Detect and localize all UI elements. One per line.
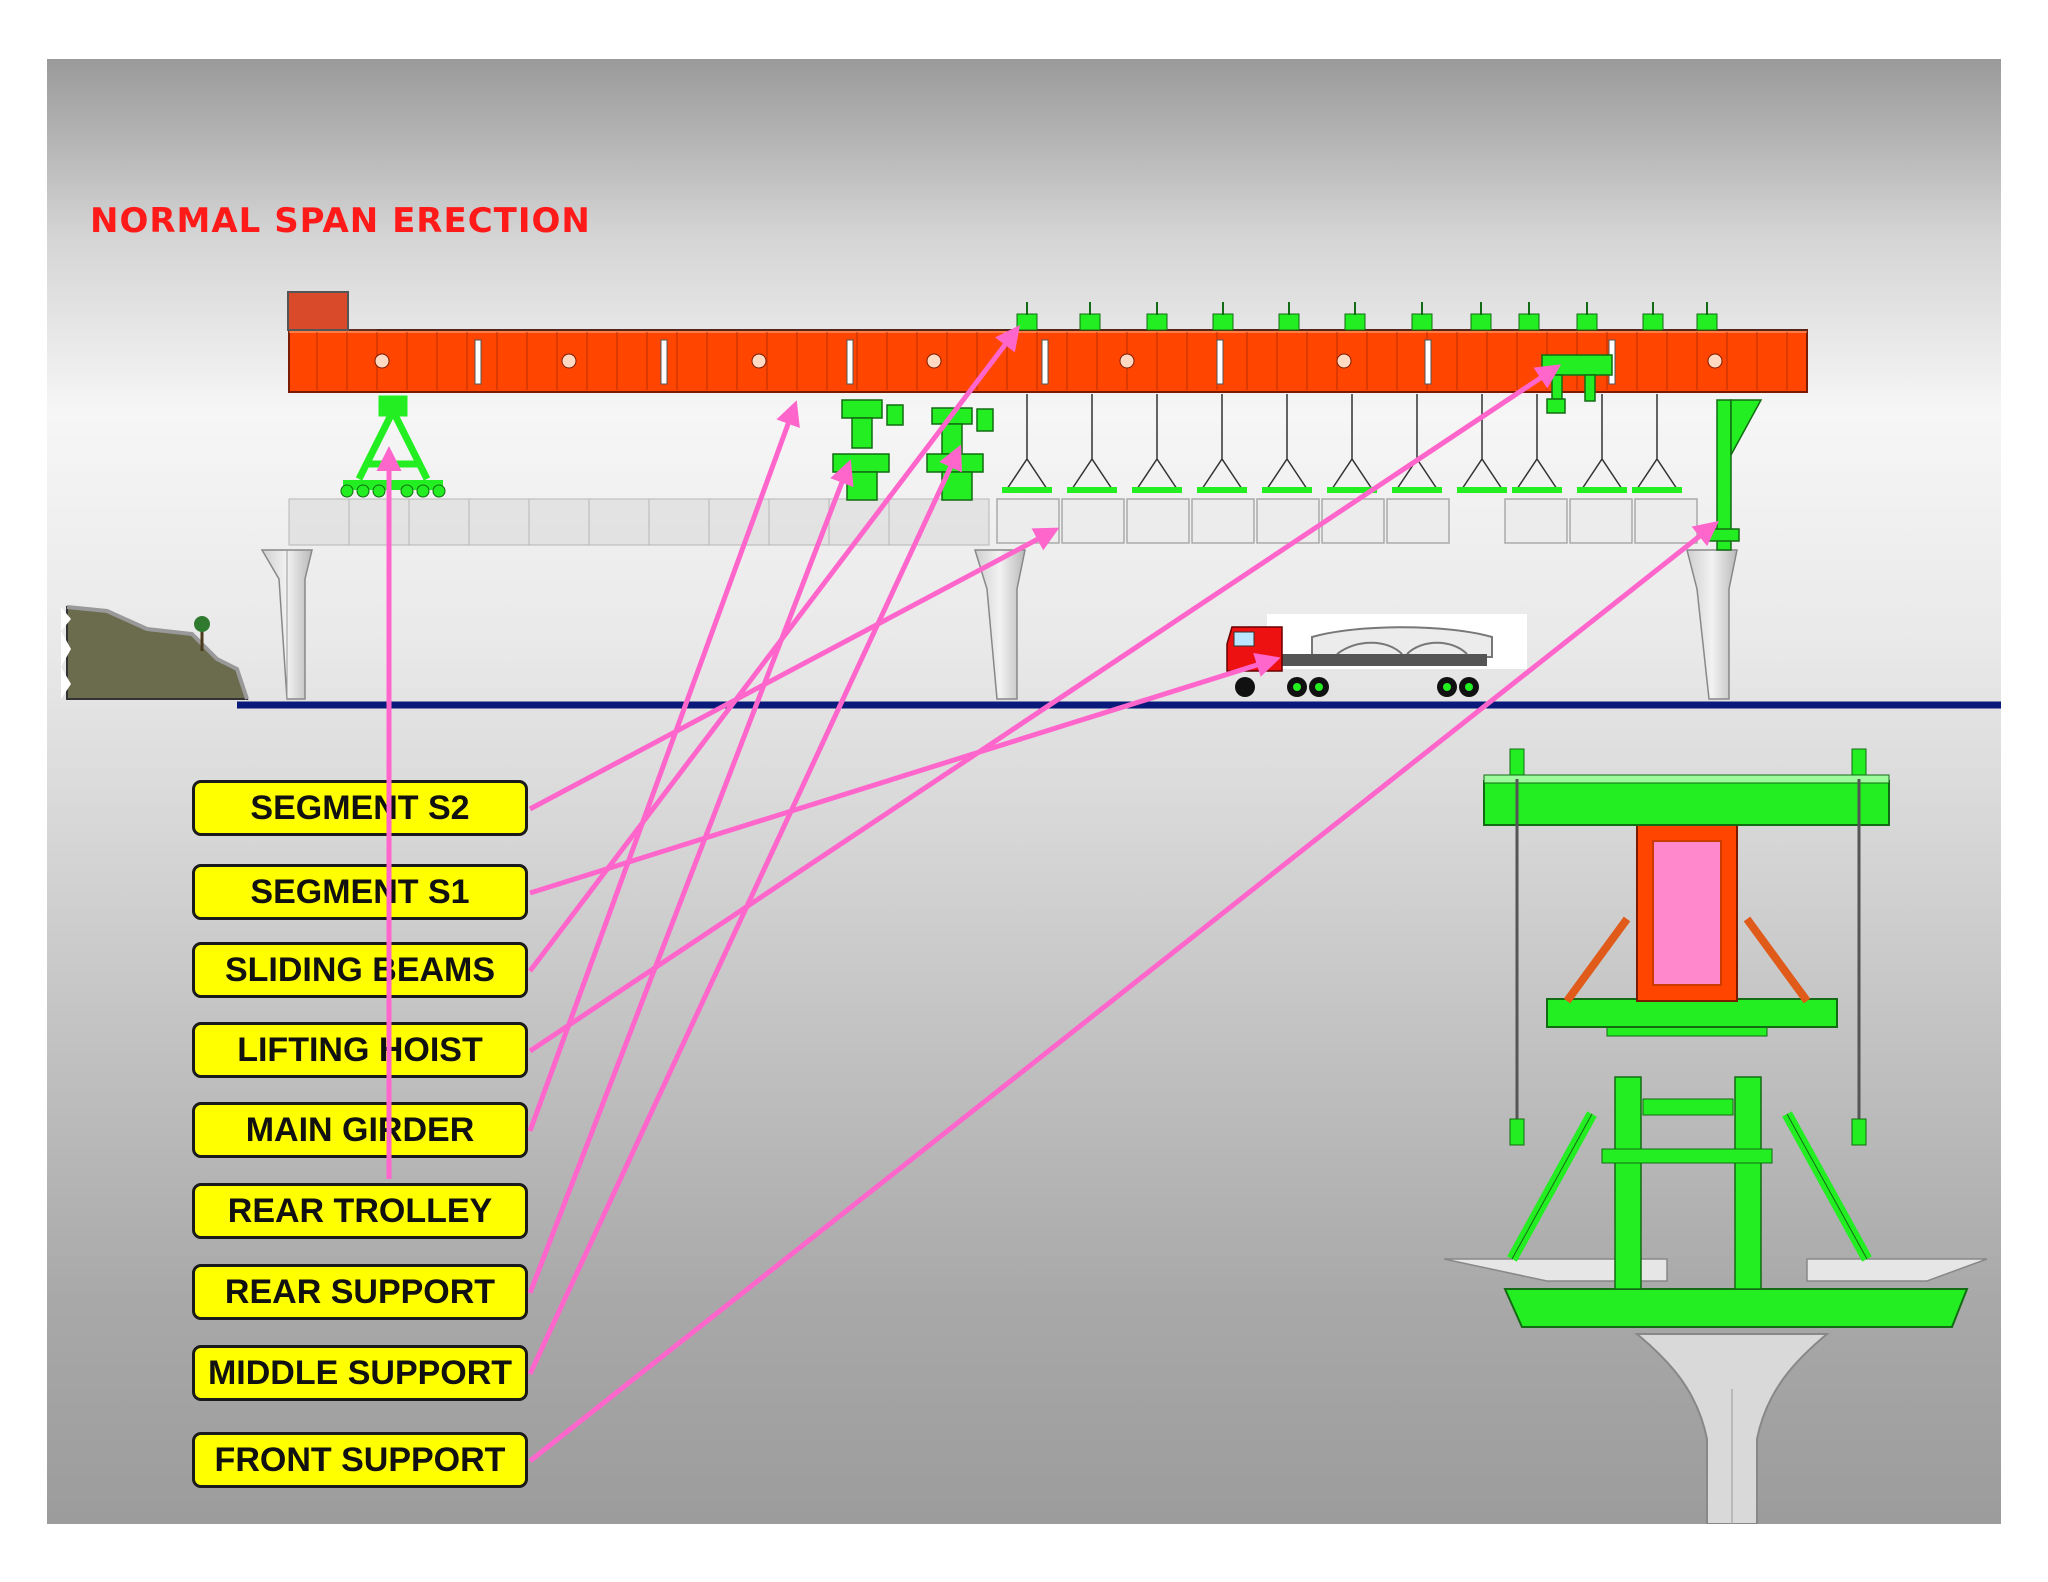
diagram-title: NORMAL SPAN ERECTION — [90, 201, 591, 241]
label-rear-trolley: REAR TROLLEY — [192, 1183, 528, 1239]
hillside — [61, 605, 249, 700]
segment-truck — [1226, 614, 1527, 697]
label-lifting-hoist: LIFTING HOIST — [192, 1022, 528, 1078]
pier-middle — [973, 549, 1026, 700]
pier-right — [1686, 549, 1738, 700]
top-hoist-posts — [1026, 302, 1708, 315]
hanging-segments — [996, 498, 1698, 544]
label-segment-s1: SEGMENT S1 — [192, 864, 528, 920]
hanger-rods — [1006, 394, 1678, 490]
label-middle-support: MIDDLE SUPPORT — [192, 1345, 528, 1401]
label-sliding-beams: SLIDING BEAMS — [192, 942, 528, 998]
cross-section-view — [1443, 748, 1988, 1524]
label-main-girder: MAIN GIRDER — [192, 1102, 528, 1158]
main-girder — [287, 291, 1808, 393]
slide-canvas: NORMAL SPAN ERECTION — [47, 59, 2001, 1524]
rear-trolley-structure — [343, 395, 443, 490]
label-rear-support: REAR SUPPORT — [192, 1264, 528, 1320]
label-front-support: FRONT SUPPORT — [192, 1432, 528, 1488]
erected-deck — [288, 498, 990, 546]
front-support-structure — [1708, 399, 1763, 551]
middle-support-structure — [926, 407, 994, 501]
pier-left — [260, 549, 313, 700]
top-hoists — [1016, 313, 1718, 331]
label-segment-s2: SEGMENT S2 — [192, 780, 528, 836]
rear-support-structure — [832, 399, 904, 501]
rear-trolley-wheels — [340, 484, 446, 498]
hanger-pads — [1002, 487, 1682, 493]
